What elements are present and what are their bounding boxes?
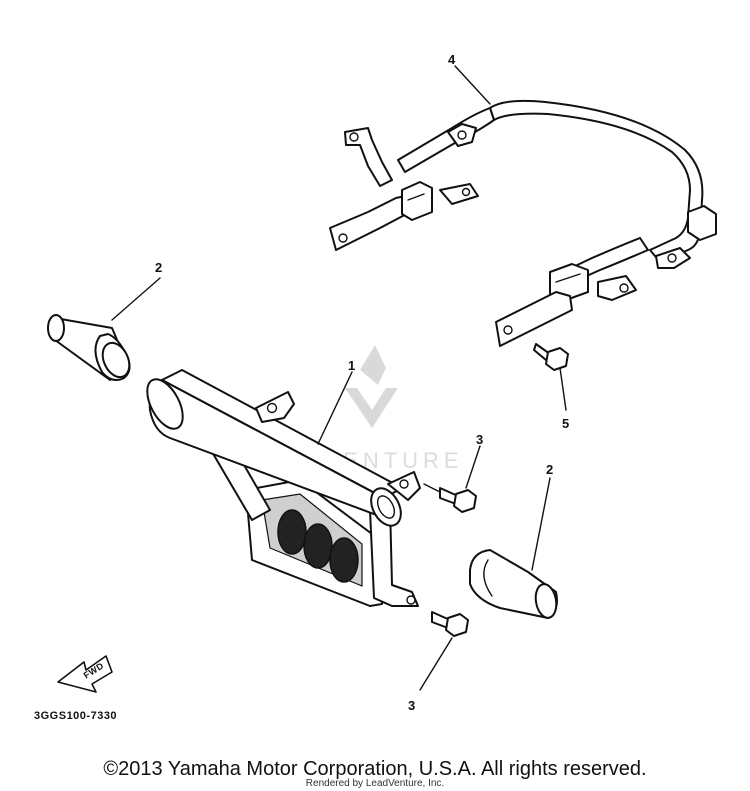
bumper-frame-part-1[interactable] bbox=[140, 369, 421, 607]
fwd-arrow-icon: FWD bbox=[57, 655, 113, 693]
callout-2-left: 2 bbox=[155, 260, 162, 275]
callout-5: 5 bbox=[562, 416, 569, 431]
callout-3-lower: 3 bbox=[408, 698, 415, 713]
drawing-code: 3GGS100-7330 bbox=[34, 710, 117, 722]
rendered-by-credit: Rendered by LeadVenture, Inc. bbox=[305, 778, 445, 789]
callout-1: 1 bbox=[348, 358, 355, 373]
callout-4: 4 bbox=[448, 52, 456, 67]
end-cap-right-part-2[interactable] bbox=[469, 549, 559, 619]
leader-lines bbox=[111, 65, 567, 691]
bolt-bracket-part-5[interactable] bbox=[533, 343, 569, 371]
callout-3-upper: 3 bbox=[476, 432, 483, 447]
end-cap-left-part-2[interactable] bbox=[47, 314, 134, 381]
callout-2-right: 2 bbox=[546, 462, 553, 477]
bolt-lower-part-3[interactable] bbox=[431, 611, 469, 637]
guard-bracket-part-4[interactable] bbox=[329, 99, 717, 347]
bolt-upper-part-3[interactable] bbox=[423, 483, 477, 513]
copyright-notice: ©2013 Yamaha Motor Corporation, U.S.A. A… bbox=[103, 758, 647, 780]
